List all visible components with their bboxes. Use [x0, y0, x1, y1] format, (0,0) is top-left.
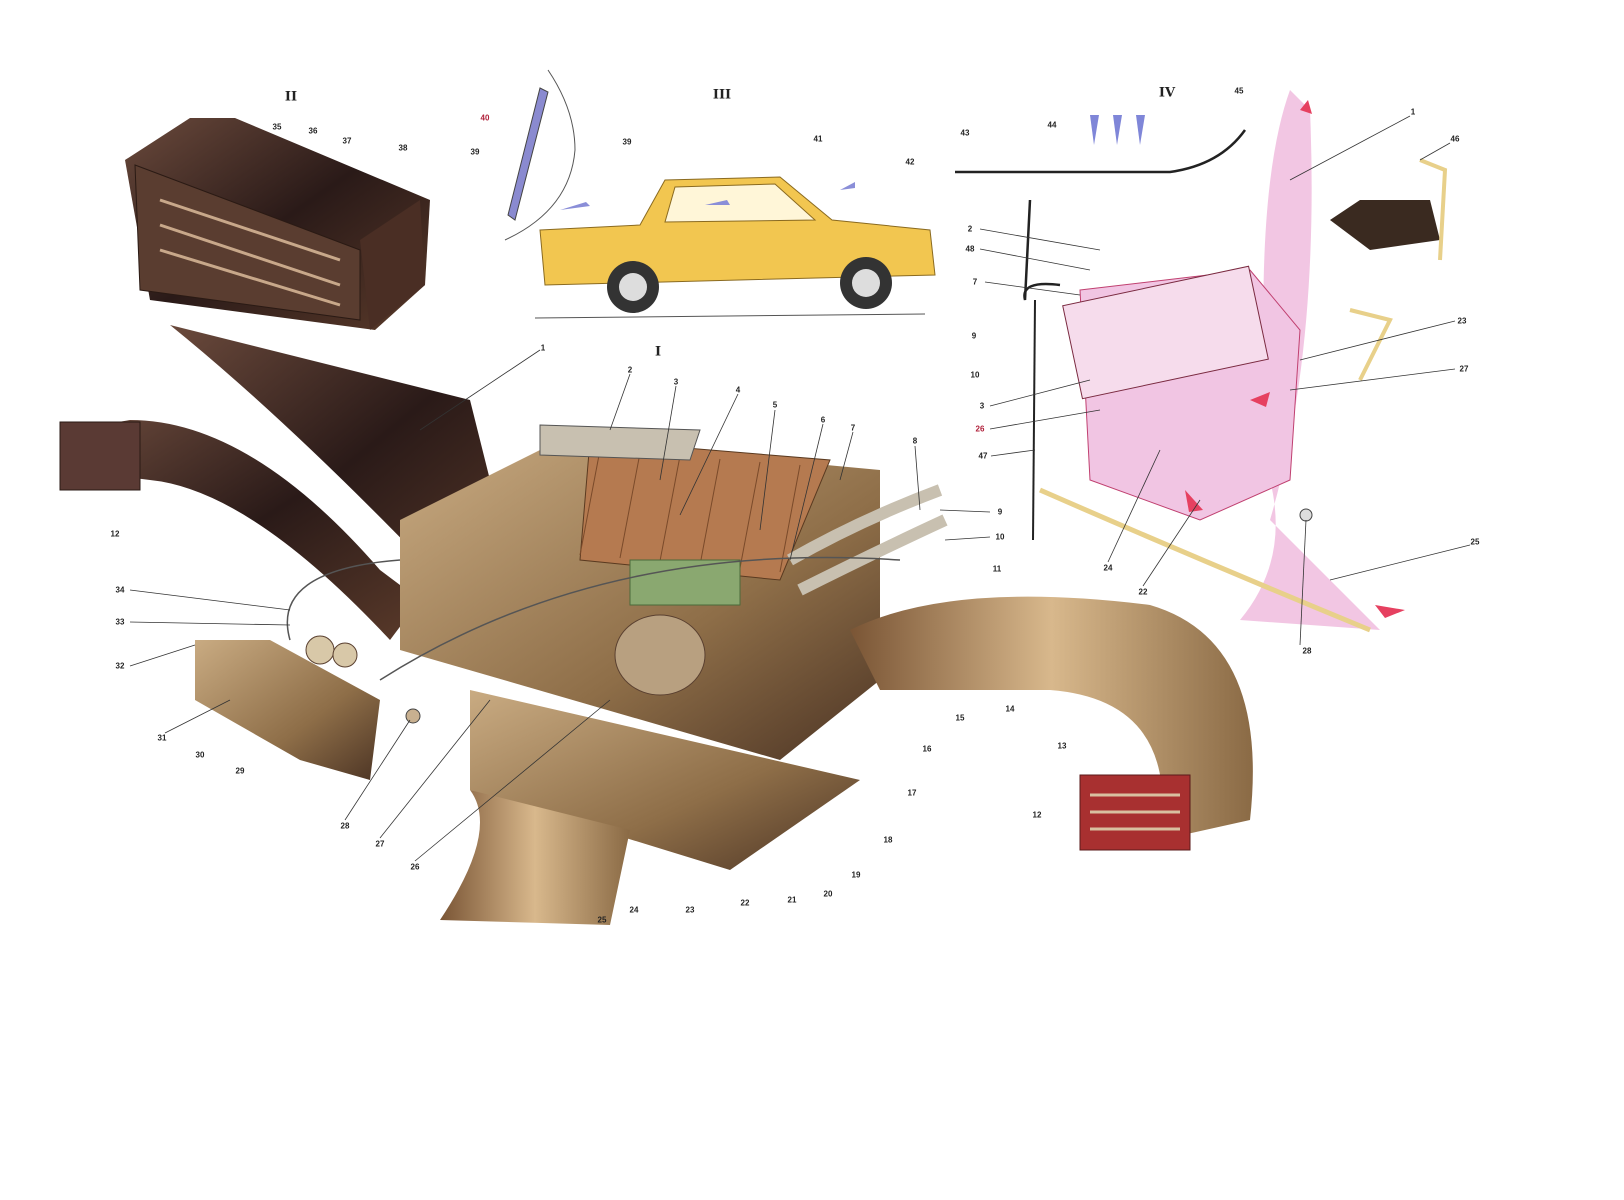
- view-i-title: I: [654, 344, 662, 360]
- callout: 5: [772, 400, 778, 410]
- callout: 11: [992, 564, 1002, 574]
- callout: 17: [907, 788, 917, 798]
- callout: 24: [629, 905, 639, 915]
- callout: 46: [1450, 134, 1460, 144]
- callout: 26: [410, 862, 420, 872]
- view-iii-title: III: [712, 87, 732, 103]
- callout: 26: [975, 424, 985, 434]
- callout: 23: [1457, 316, 1467, 326]
- callout: 2: [967, 224, 973, 234]
- callout: 12: [110, 529, 120, 539]
- callout: 41: [813, 134, 823, 144]
- callout: 39: [622, 137, 632, 147]
- callout: 28: [1302, 646, 1312, 656]
- callout: 1: [1410, 107, 1416, 117]
- callout: 16: [922, 744, 932, 754]
- callout: 10: [970, 370, 980, 380]
- callout: 7: [972, 277, 978, 287]
- callout: 4: [735, 385, 741, 395]
- callout: 28: [340, 821, 350, 831]
- leader-lines: [129, 115, 1471, 862]
- callout: 2: [627, 365, 633, 375]
- view-iv-title: IV: [1158, 85, 1176, 101]
- callout: 19: [851, 870, 861, 880]
- callout: 8: [912, 436, 918, 446]
- callout: 25: [597, 915, 607, 925]
- callout: 13: [1057, 741, 1067, 751]
- callout: 23: [685, 905, 695, 915]
- view-iv-installation: [955, 90, 1448, 633]
- callout: 21: [787, 895, 797, 905]
- callout: 22: [1138, 587, 1148, 597]
- callout: 3: [979, 401, 985, 411]
- callout: 12: [1032, 810, 1042, 820]
- callout: 31: [157, 733, 167, 743]
- callout: 35: [272, 122, 282, 132]
- callout: 27: [1459, 364, 1469, 374]
- callout: 25: [1470, 537, 1480, 547]
- callout: 44: [1047, 120, 1057, 130]
- callout: 37: [342, 136, 352, 146]
- callout: 43: [960, 128, 970, 138]
- callout: 40: [480, 113, 490, 123]
- callout: 45: [1234, 86, 1244, 96]
- callout: 20: [823, 889, 833, 899]
- callout: 18: [883, 835, 893, 845]
- callout: 47: [978, 451, 988, 461]
- callout: 29: [235, 766, 245, 776]
- callout: 24: [1103, 563, 1113, 573]
- view-i-heater-assembly: [59, 325, 1253, 925]
- callout: 9: [971, 331, 977, 341]
- callout: 3: [673, 377, 679, 387]
- view-ii-air-intake-box: [125, 118, 430, 330]
- callout: 9: [997, 507, 1003, 517]
- callout: 33: [115, 617, 125, 627]
- callout: 32: [115, 661, 125, 671]
- callout: 39: [470, 147, 480, 157]
- view-ii-title: II: [284, 89, 298, 105]
- callout: 14: [1005, 704, 1015, 714]
- callout: 7: [850, 423, 856, 433]
- view-iii-car: [504, 69, 936, 319]
- callout: 1: [540, 343, 546, 353]
- callout: 10: [995, 532, 1005, 542]
- callout: 30: [195, 750, 205, 760]
- callout: 38: [398, 143, 408, 153]
- callout: 27: [375, 839, 385, 849]
- callout: 42: [905, 157, 915, 167]
- callout: 48: [965, 244, 975, 254]
- callout: 36: [308, 126, 318, 136]
- callout: 15: [955, 713, 965, 723]
- callout: 6: [820, 415, 826, 425]
- callout: 22: [740, 898, 750, 908]
- callout: 34: [115, 585, 125, 595]
